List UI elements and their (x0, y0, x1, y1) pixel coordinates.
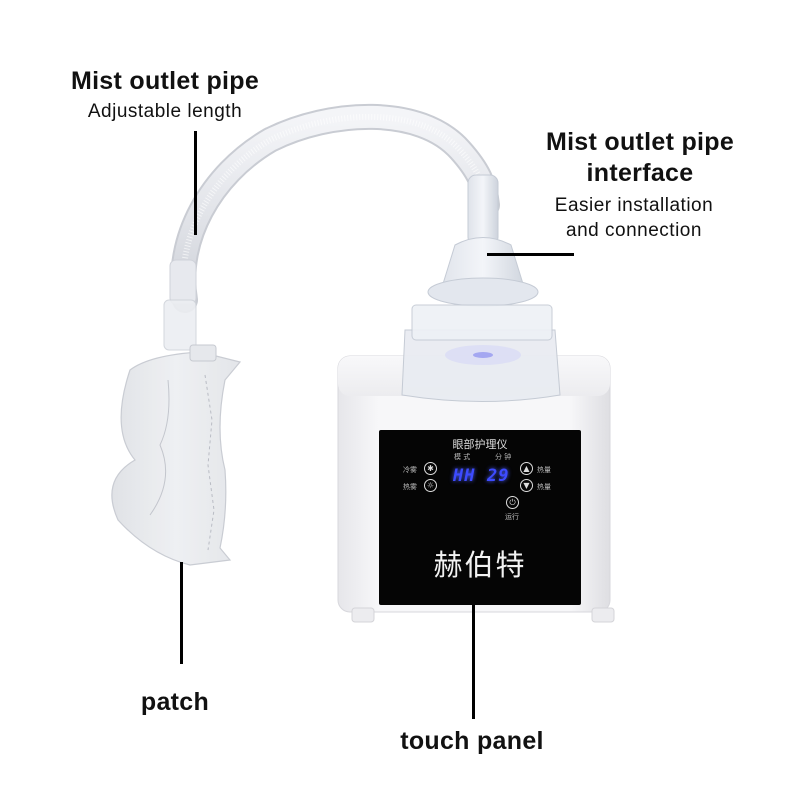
heat-down-label: 热量 (537, 483, 551, 491)
callout-interface-title-1: Mist outlet pipe (545, 128, 735, 156)
power-icon[interactable]: ⏻ (506, 496, 519, 509)
callout-patch-title: patch (140, 688, 210, 716)
touch-panel[interactable]: 眼部护理仪 模 式 分 钟 冷雾 ✱ 热雾 ☼ HH 29 ▲ 热量 ▼ 热量 … (379, 430, 581, 605)
brand-name: 赫伯特 (433, 548, 527, 582)
callout-interface-title-2: interface (586, 159, 694, 187)
callout-outlet-pipe-subtitle: Adjustable length (87, 101, 243, 122)
minute-display: 29 (487, 466, 510, 486)
callout-outlet-pipe-title: Mist outlet pipe (70, 67, 260, 95)
mode-label: 模 式 (454, 453, 471, 461)
run-label: 运行 (505, 513, 519, 521)
eye-patch (111, 344, 242, 566)
leader-line-touch-panel (472, 605, 475, 719)
callout-interface-subtitle-2: and connection (566, 220, 702, 241)
arrow-down-icon[interactable]: ▼ (520, 479, 533, 492)
cold-mist-label: 冷雾 (403, 466, 417, 474)
callout-interface-subtitle-1: Easier installation (554, 195, 714, 216)
leader-line-patch (180, 562, 183, 664)
heat-up-label: 热量 (537, 466, 551, 474)
hot-mist-label: 热雾 (403, 483, 417, 491)
panel-title: 眼部护理仪 (452, 438, 508, 451)
snowflake-icon[interactable]: ✱ (424, 462, 437, 475)
sun-icon[interactable]: ☼ (424, 479, 437, 492)
leader-line-outlet-pipe (194, 131, 197, 235)
callout-touch-panel-title: touch panel (400, 727, 544, 755)
mode-display: HH (453, 466, 476, 486)
leader-line-interface (487, 253, 574, 256)
minute-label: 分 钟 (495, 453, 512, 461)
arrow-up-icon[interactable]: ▲ (520, 462, 533, 475)
